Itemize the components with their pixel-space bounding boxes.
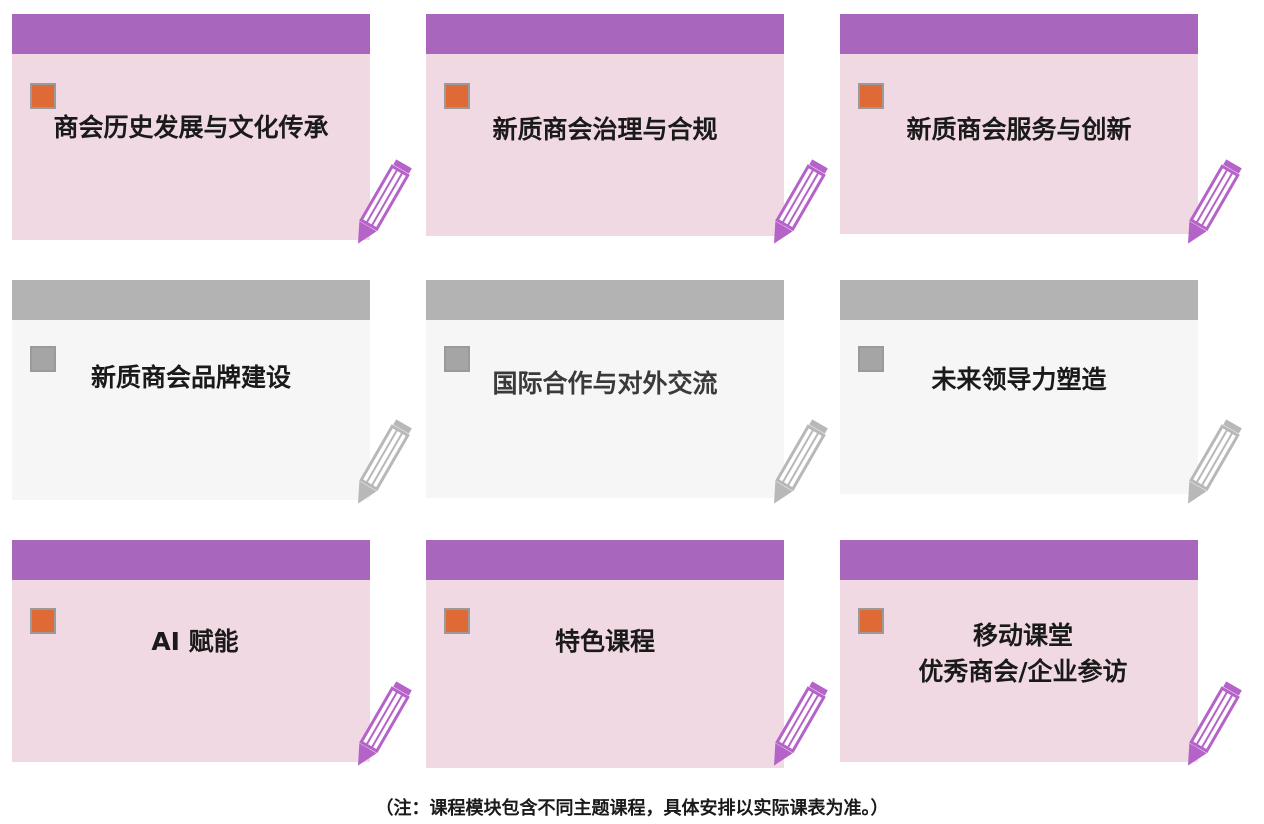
card-title: 特色课程 <box>554 627 655 656</box>
card-title: AI 赋能 <box>151 627 239 656</box>
card-header-bar <box>12 14 370 54</box>
square-bullet-icon <box>444 83 470 109</box>
card-title: 国际合作与对外交流 <box>492 369 718 398</box>
pencil-icon <box>1188 419 1242 504</box>
card-title: 移动课堂 优秀商会/企业参访 <box>918 621 1128 686</box>
pencil-icon <box>774 681 828 766</box>
card-body: 新质商会服务与创新 <box>840 54 1198 234</box>
card-header-bar <box>840 540 1198 580</box>
card-header-bar <box>426 280 784 320</box>
pencil-icon <box>774 159 828 244</box>
card-body: AI 赋能 <box>12 580 370 762</box>
footnote: （注：课程模块包含不同主题课程，具体安排以实际课表为准。） <box>375 798 889 819</box>
square-bullet-icon <box>858 608 884 634</box>
square-bullet-icon <box>30 83 56 109</box>
square-bullet-icon <box>30 608 56 634</box>
card-title: 新质商会服务与创新 <box>906 115 1132 144</box>
card-body: 商会历史发展与文化传承 <box>12 54 370 240</box>
card-header-bar <box>426 540 784 580</box>
pencil-icon <box>774 419 828 504</box>
card-body: 新质商会品牌建设 <box>12 320 370 500</box>
square-bullet-icon <box>858 83 884 109</box>
pencil-icon <box>358 159 412 244</box>
card-title: 未来领导力塑造 <box>931 365 1107 394</box>
card-body: 新质商会治理与合规 <box>426 54 784 236</box>
card-header-bar <box>840 14 1198 54</box>
square-bullet-icon <box>858 346 884 372</box>
card-title: 新质商会治理与合规 <box>492 115 718 144</box>
card-body: 国际合作与对外交流 <box>426 320 784 498</box>
pencil-icon <box>358 681 412 766</box>
pencil-icon <box>358 419 412 504</box>
square-bullet-icon <box>30 346 56 372</box>
pencil-icon <box>1188 159 1242 244</box>
pencil-icon <box>1188 681 1242 766</box>
card-title: 新质商会品牌建设 <box>90 363 291 392</box>
card-title: 商会历史发展与文化传承 <box>53 113 329 142</box>
card-header-bar <box>12 540 370 580</box>
card-body: 特色课程 <box>426 580 784 768</box>
card-header-bar <box>12 280 370 320</box>
card-body: 未来领导力塑造 <box>840 320 1198 494</box>
card-header-bar <box>426 14 784 54</box>
square-bullet-icon <box>444 346 470 372</box>
card-header-bar <box>840 280 1198 320</box>
card-body: 移动课堂 优秀商会/企业参访 <box>840 580 1198 762</box>
square-bullet-icon <box>444 608 470 634</box>
